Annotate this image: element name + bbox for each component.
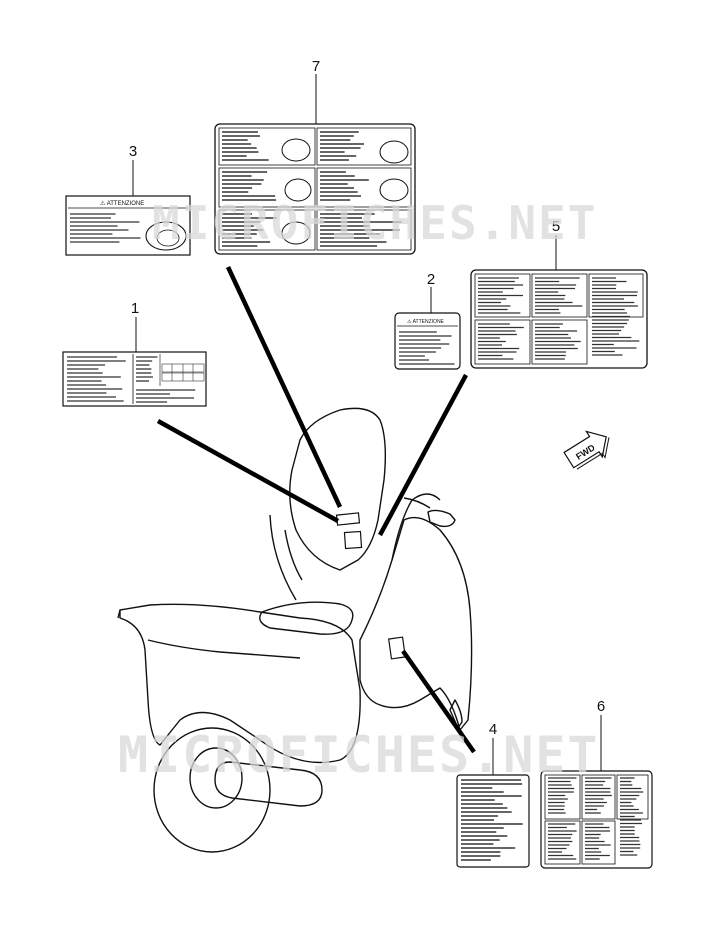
handlebar-grip (427, 509, 456, 528)
label-5-sheet (470, 269, 648, 369)
label-patches-on-scooter (335, 512, 407, 660)
gauge-icons (281, 138, 409, 245)
rear-body (119, 603, 361, 764)
scooter-outline (117, 407, 473, 853)
patch-7 (343, 530, 363, 550)
label-1-sheet (62, 351, 207, 407)
callout-5: 5 (551, 218, 561, 235)
front-shield (289, 407, 387, 571)
patch-4 (387, 636, 407, 660)
patch-1 (335, 512, 361, 526)
callout-2: 2 (426, 271, 436, 288)
callout-3: 3 (128, 143, 138, 160)
leader-lines (156, 266, 476, 754)
rear-wheel (153, 727, 271, 853)
leg-shield (359, 516, 473, 731)
label-7-sheet (214, 123, 416, 255)
watermark-top: MICROFICHES.NET (152, 196, 598, 250)
rear-hub (189, 747, 243, 809)
callout-stems (132, 74, 602, 775)
leader-1 (156, 419, 340, 523)
label-2-heading: ⚠ ATTENZIONE (407, 319, 445, 325)
label-2-sheet: ⚠ ATTENZIONE (394, 312, 461, 370)
label-3-sheet: ⚠ ATTENZIONE (65, 195, 191, 256)
leader-5 (378, 373, 468, 537)
forward-arrow-icon: FWD (563, 430, 610, 470)
muffler (214, 761, 323, 807)
label-6-sheet (540, 770, 653, 869)
label-4-sheet (456, 774, 530, 868)
callout-4: 4 (488, 721, 498, 738)
callout-1: 1 (130, 300, 140, 317)
callout-6: 6 (596, 698, 606, 715)
seat (259, 601, 354, 635)
callout-7: 7 (311, 58, 321, 75)
leader-7 (225, 266, 343, 508)
watermark-bottom: MICROFICHES.NET (118, 726, 600, 784)
label-3-heading: ⚠ ATTENZIONE (100, 200, 144, 207)
leader-4 (401, 649, 476, 754)
